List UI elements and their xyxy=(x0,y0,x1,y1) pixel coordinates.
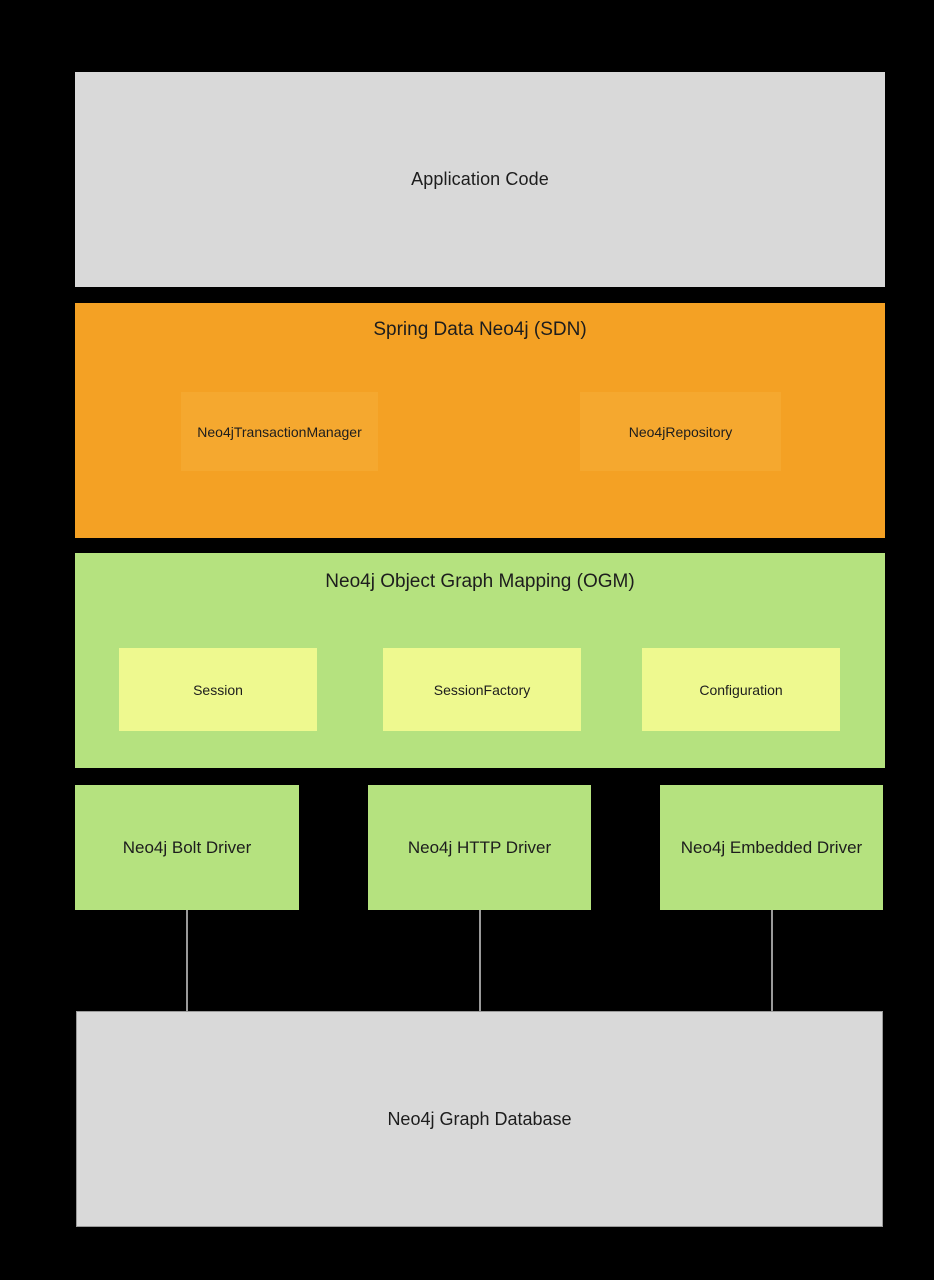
driver-neo4j-embedded: Neo4j Embedded Driver xyxy=(660,785,883,910)
connector-http-to-database xyxy=(479,910,481,1011)
connector-bolt-to-database xyxy=(186,910,188,1011)
neo4j-ogm-title: Neo4j Object Graph Mapping (OGM) xyxy=(325,571,635,592)
graph-database-label: Neo4j Graph Database xyxy=(387,1108,572,1129)
spring-data-neo4j-title: Spring Data Neo4j (SDN) xyxy=(373,319,587,340)
component-session-factory: SessionFactory xyxy=(383,648,581,731)
driver-label: Neo4j Embedded Driver xyxy=(680,837,863,857)
layer-spring-data-neo4j: Spring Data Neo4j (SDN) Neo4jTransaction… xyxy=(75,303,885,538)
connector-embedded-to-database xyxy=(771,910,773,1011)
component-label: Configuration xyxy=(699,681,783,698)
driver-neo4j-http: Neo4j HTTP Driver xyxy=(368,785,591,910)
component-label: Neo4jTransactionManager xyxy=(197,423,362,440)
component-neo4j-repository: Neo4jRepository xyxy=(580,392,781,471)
component-neo4j-transaction-manager: Neo4jTransactionManager xyxy=(181,392,378,471)
driver-label: Neo4j Bolt Driver xyxy=(122,837,252,857)
application-code-label: Application Code xyxy=(411,169,549,189)
layer-neo4j-ogm: Neo4j Object Graph Mapping (OGM) Session… xyxy=(75,553,885,768)
component-configuration: Configuration xyxy=(642,648,840,731)
layer-application-code: Application Code xyxy=(75,72,885,287)
driver-neo4j-bolt: Neo4j Bolt Driver xyxy=(75,785,299,910)
component-label: Neo4jRepository xyxy=(628,423,733,440)
component-session: Session xyxy=(119,648,317,731)
driver-label: Neo4j HTTP Driver xyxy=(407,837,552,857)
component-label: SessionFactory xyxy=(433,681,531,698)
layer-neo4j-graph-database: Neo4j Graph Database xyxy=(76,1011,883,1227)
component-label: Session xyxy=(193,681,243,698)
